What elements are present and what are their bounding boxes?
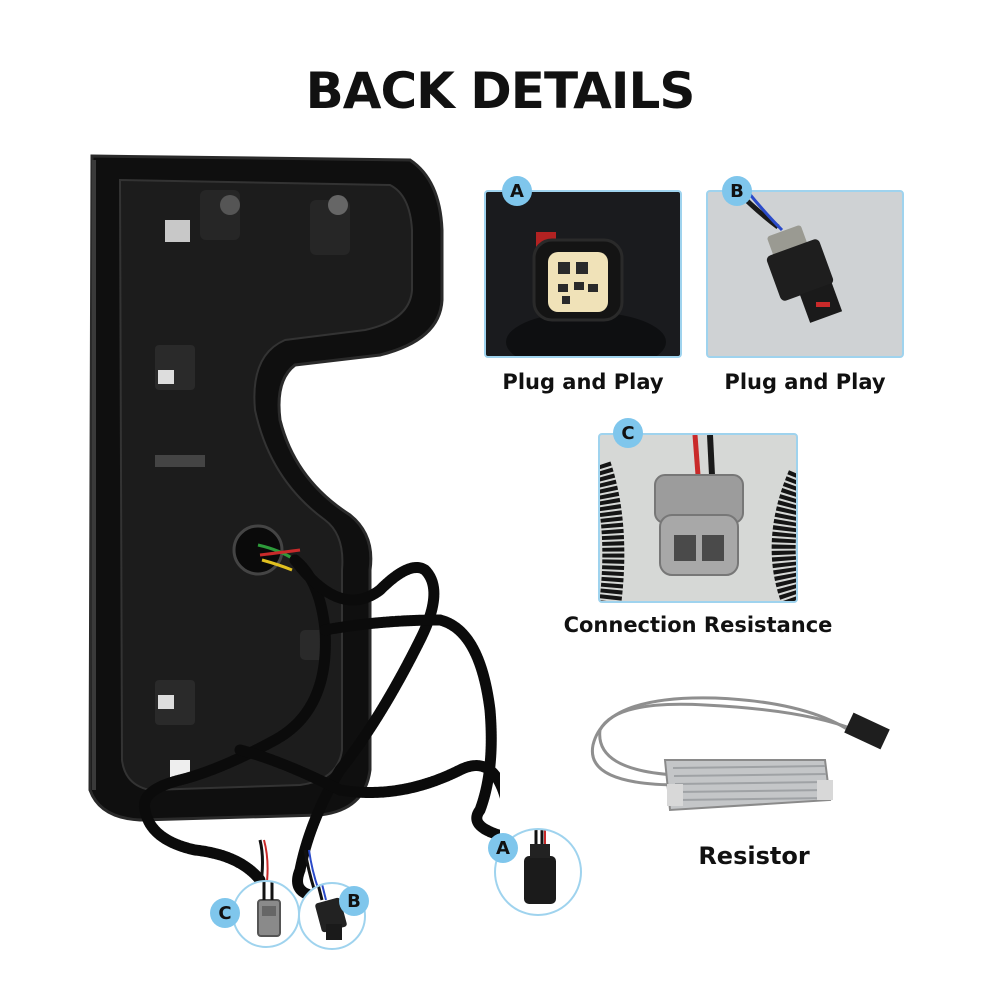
- panel-c-caption: Connection Resistance: [563, 613, 833, 637]
- connector-c-badge: C: [210, 898, 240, 928]
- panel-b-badge: B: [722, 176, 752, 206]
- panel-a-badge: A: [502, 176, 532, 206]
- panel-a-caption: Plug and Play: [502, 370, 664, 394]
- page-title: BACK DETAILS: [305, 62, 696, 120]
- connector-b-circle: [298, 882, 366, 950]
- panel-c-badge: C: [613, 418, 643, 448]
- tail-light-back-illustration: [88, 154, 500, 901]
- panel-b-caption: Plug and Play: [724, 370, 886, 394]
- resistor-caption: Resistor: [698, 842, 810, 870]
- panel-plug-c: [598, 433, 798, 603]
- resistor-illustration: [590, 696, 890, 812]
- connector-c-circle: [232, 880, 300, 948]
- panel-plug-a: [484, 190, 682, 358]
- connector-a-badge: A: [488, 833, 518, 863]
- panel-plug-b: [706, 190, 904, 358]
- connector-b-badge: B: [339, 886, 369, 916]
